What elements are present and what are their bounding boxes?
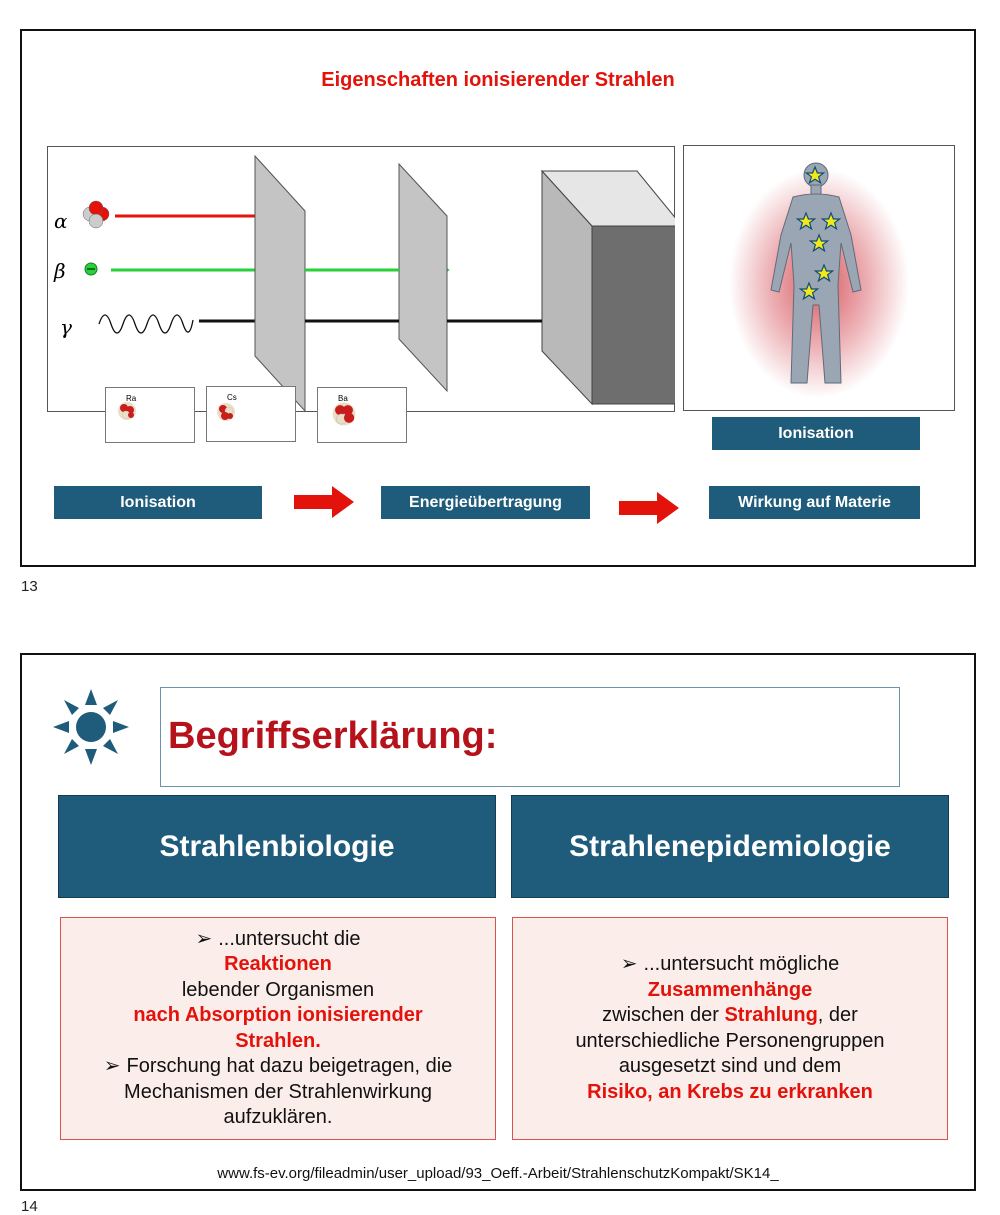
penetration-graphic — [82, 154, 675, 413]
strahlenepidemiologie-description: ➢...untersucht mögliche Zusammenhänge zw… — [512, 917, 948, 1140]
bullet-line: ➢...untersucht mögliche — [621, 952, 839, 978]
strahlenbiologie-description: ➢...untersucht die Reaktionen lebender O… — [60, 917, 496, 1140]
alpha-particle-icon — [82, 200, 110, 229]
ionisation-body-label: Ionisation — [712, 417, 920, 450]
star-icon — [804, 165, 826, 185]
nuclide-card-ra: Ra — [105, 387, 195, 443]
slide-title: Eigenschaften ionisierender Strahlen — [321, 69, 675, 91]
beta-particle-icon — [84, 262, 98, 276]
nucleus-icon — [217, 403, 235, 421]
page-number: 14 — [21, 1198, 38, 1215]
nuclide-card-ba: Ba — [317, 387, 407, 443]
star-icon — [813, 263, 835, 283]
star-icon — [798, 281, 820, 301]
flow-arrow-icon — [294, 486, 354, 518]
sun-icon — [53, 689, 129, 765]
arrowhead-bullet-icon: ➢ — [195, 927, 213, 950]
flow-arrow-icon — [619, 492, 679, 524]
gamma-symbol: γ — [60, 315, 72, 339]
flow-step-effect-on-matter: Wirkung auf Materie — [709, 486, 920, 519]
nucleus-icon — [332, 402, 356, 426]
ionisation-stars — [795, 165, 842, 301]
star-icon — [808, 233, 830, 253]
flow-step-ionisation: Ionisation — [54, 486, 262, 519]
paper-plate — [254, 154, 306, 413]
star-icon — [795, 211, 817, 231]
nuclide-card-cs: Cs — [206, 386, 296, 442]
gamma-wave — [98, 314, 194, 334]
aluminium-plate — [398, 162, 448, 393]
bullet-line: ➢...untersucht die — [195, 927, 360, 953]
beta-symbol: β — [54, 259, 66, 283]
flow-step-energy-transfer: Energieübertragung — [381, 486, 590, 519]
slide-13: Eigenschaften ionisierender Strahlen — [20, 29, 976, 567]
heading-box — [160, 687, 900, 787]
arrowhead-bullet-icon: ➢ — [103, 1055, 121, 1077]
strahlenepidemiologie-header: Strahlenepidemiologie — [511, 795, 949, 898]
lead-block-top — [540, 170, 675, 227]
page-number: 13 — [21, 578, 38, 595]
source-url: www.fs-ev.org/fileadmin/user_upload/93_O… — [217, 1165, 779, 1182]
bullet-line: ➢Forschung hat dazu beigetragen, die — [104, 1054, 453, 1080]
page-heading: Begriffserklärung: — [168, 715, 498, 757]
nucleus-icon — [118, 402, 136, 420]
strahlenbiologie-header: Strahlenbiologie — [58, 795, 496, 898]
nuclide-label: Ra — [126, 394, 137, 403]
star-icon — [820, 211, 842, 231]
nuclide-label: Ba — [338, 394, 348, 403]
human-body-figure — [770, 162, 862, 384]
lead-block-front — [591, 225, 675, 405]
nuclide-label: Cs — [227, 393, 237, 402]
alpha-symbol: α — [54, 209, 68, 233]
arrowhead-bullet-icon: ➢ — [620, 953, 638, 975]
slide-14: Begriffserklärung: Strahlenbiologie Stra… — [20, 653, 976, 1191]
